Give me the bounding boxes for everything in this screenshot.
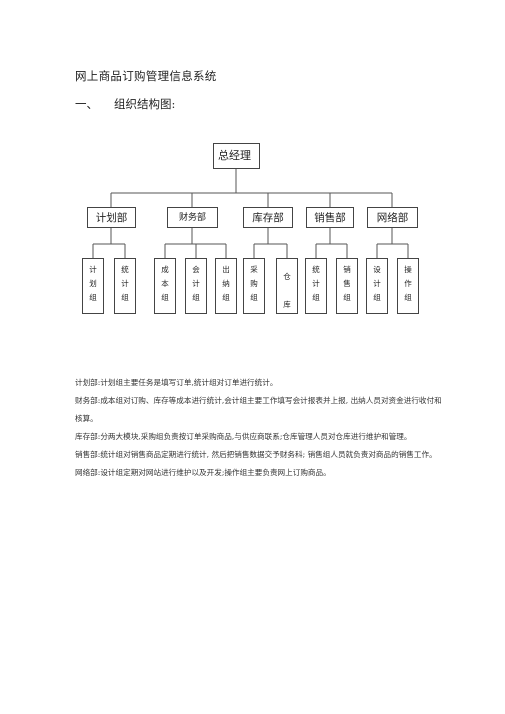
group-box-inventory-warehouse: 仓库: [276, 258, 298, 314]
group-box-network-operations: 操作组: [397, 258, 419, 314]
department-box-sales: 销售部: [306, 207, 354, 228]
group-label: 出纳组: [222, 265, 230, 302]
paragraph-network: 网络部:设计组定期对网站进行维护以及开发;操作组主要负责网上订购商品。: [75, 468, 331, 477]
paragraph-sales: 销售部:统计组对销售商品定期进行统计, 然后把销售数据交予财务科; 销售组人员就…: [75, 450, 437, 459]
group-label: 计划组: [89, 265, 97, 302]
group-box-sales-stats: 统计组: [305, 258, 327, 314]
group-box-sales-sales: 销售组: [336, 258, 358, 314]
document-title: 网上商品订购管理信息系统: [75, 69, 217, 83]
department-descriptions: 计划部:计划组主要任务是填写订单,统计组对订单进行统计。 财务部:成本组对订购、…: [75, 374, 445, 482]
group-box-planning-stats: 统计组: [114, 258, 136, 314]
group-box-finance-accounting: 会计组: [185, 258, 207, 314]
group-label: 操作组: [404, 265, 412, 302]
group-label: 成本组: [161, 265, 169, 302]
group-label: 采购组: [250, 265, 258, 302]
paragraph-inventory: 库存部:分两大模块,采购组负责按订单采购商品,与供应商联系;仓库管理人员对仓库进…: [75, 432, 412, 441]
department-box-planning: 计划部: [87, 207, 136, 228]
section-heading: 一、 组织结构图:: [75, 96, 175, 112]
section-title: 组织结构图:: [114, 97, 176, 111]
group-box-inventory-purchase: 采购组: [243, 258, 265, 314]
group-label: 统计组: [121, 265, 129, 302]
group-label: 销售组: [343, 265, 351, 302]
group-label: 设计组: [373, 265, 381, 302]
section-number: 一、: [75, 97, 98, 111]
org-root-box: 总经理: [213, 143, 260, 169]
group-label: 会计组: [192, 265, 200, 302]
group-box-finance-cost: 成本组: [154, 258, 176, 314]
group-box-network-design: 设计组: [366, 258, 388, 314]
department-box-inventory: 库存部: [243, 207, 293, 228]
group-label: 统计组: [312, 265, 320, 302]
department-box-network: 网络部: [367, 207, 418, 228]
group-label: 仓库: [283, 272, 291, 309]
paragraph-finance: 财务部:成本组对订购、库存等成本进行统计,会计组主要工作填写会计报表并上报, 出…: [75, 396, 442, 423]
group-box-planning-plan: 计划组: [82, 258, 104, 314]
group-box-finance-cashier: 出纳组: [215, 258, 237, 314]
department-box-finance: 财务部: [167, 207, 218, 228]
paragraph-planning: 计划部:计划组主要任务是填写订单,统计组对订单进行统计。: [75, 378, 278, 387]
